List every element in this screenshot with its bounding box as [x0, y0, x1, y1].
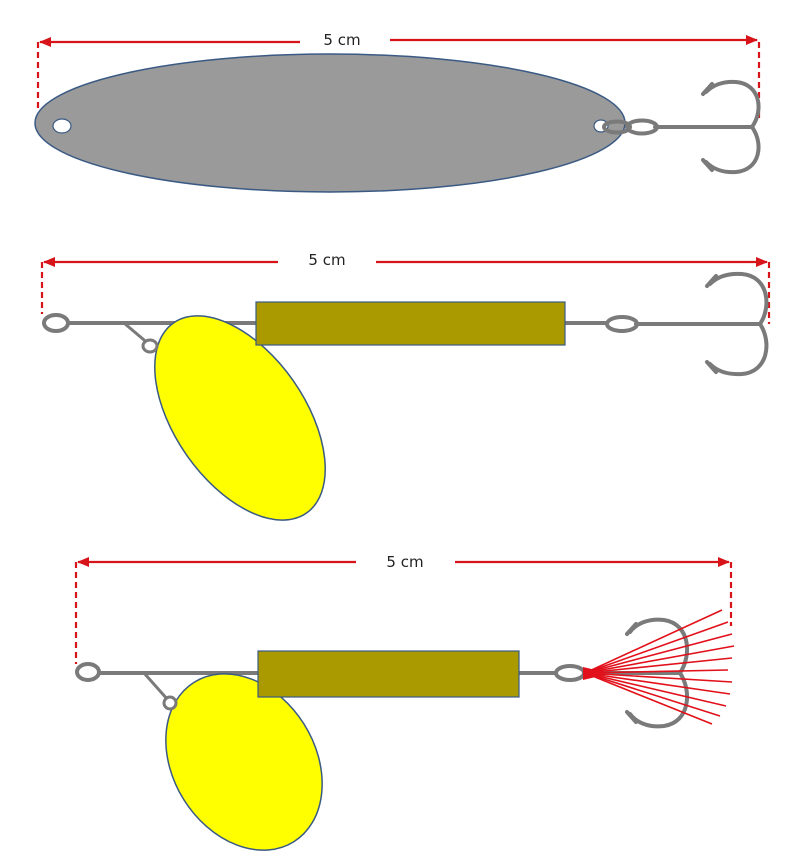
spoon-hole-front: [52, 118, 72, 134]
hook-dressing-fibers: [584, 609, 735, 725]
dimension-label: 5 cm: [308, 251, 345, 269]
spoon-body-icon: [34, 53, 626, 193]
treble-hook-icon: [634, 271, 769, 377]
lure-body: [257, 650, 520, 698]
dimension-label: 5 cm: [386, 553, 423, 571]
dressed-spinner-lure: 5 cm: [74, 553, 735, 851]
spinner-blade-icon: [154, 315, 326, 521]
split-ring-icon: [605, 315, 639, 333]
split-ring-icon: [602, 119, 632, 135]
spinner-blade-icon: [165, 673, 323, 851]
spinner-lure: 5 cm: [40, 251, 771, 521]
fiber-wrap: [583, 667, 600, 680]
dimension-label: 5 cm: [323, 31, 360, 49]
line-eye: [75, 662, 101, 682]
blade-hole: [162, 695, 178, 711]
lure-body: [255, 301, 566, 346]
treble-hook-icon: [625, 79, 761, 175]
blade-hole: [141, 338, 159, 354]
dimension-dressed-spinner: 5 cm: [74, 553, 733, 664]
dimension-spoon: 5 cm: [36, 31, 761, 122]
line-eye: [42, 313, 70, 333]
clevis-wire: [142, 672, 170, 701]
spoon-lure: 5 cm: [34, 31, 761, 193]
split-ring-icon: [554, 664, 586, 682]
dimension-spinner: 5 cm: [40, 251, 771, 324]
